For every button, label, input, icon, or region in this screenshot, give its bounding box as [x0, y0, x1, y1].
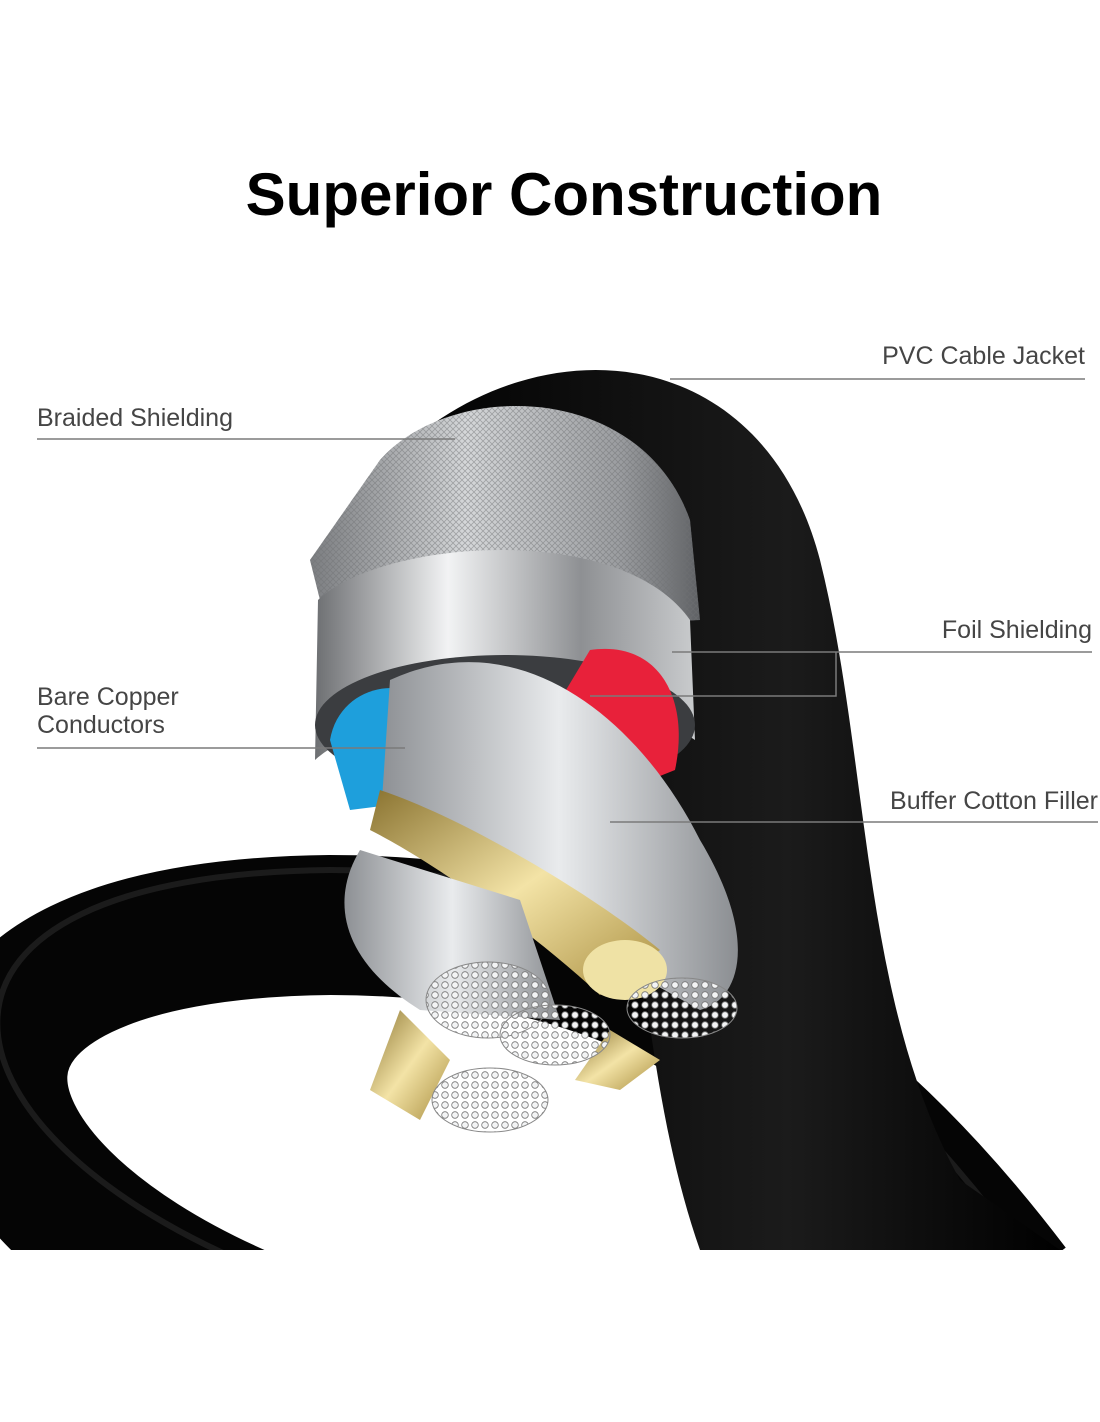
- pvc-jacket: [380, 370, 1060, 1251]
- label-buffer-cotton-filler: Buffer Cotton Filler: [890, 787, 1098, 815]
- leader-lines: [37, 378, 1098, 823]
- foil-shielding-leader: [590, 651, 1092, 697]
- label-bare-copper-conductors: Bare Copper Conductors: [37, 683, 179, 739]
- conductor-bundle: [330, 648, 738, 1133]
- label-pvc-cable-jacket: PVC Cable Jacket: [882, 342, 1085, 370]
- label-bare-copper-line2: Conductors: [37, 711, 165, 739]
- label-foil-shielding: Foil Shielding: [941, 616, 1092, 644]
- page-title: Superior Construction: [245, 161, 883, 228]
- label-bare-copper-line1: Bare Copper: [37, 683, 179, 711]
- label-braided-shielding: Braided Shielding: [37, 404, 233, 432]
